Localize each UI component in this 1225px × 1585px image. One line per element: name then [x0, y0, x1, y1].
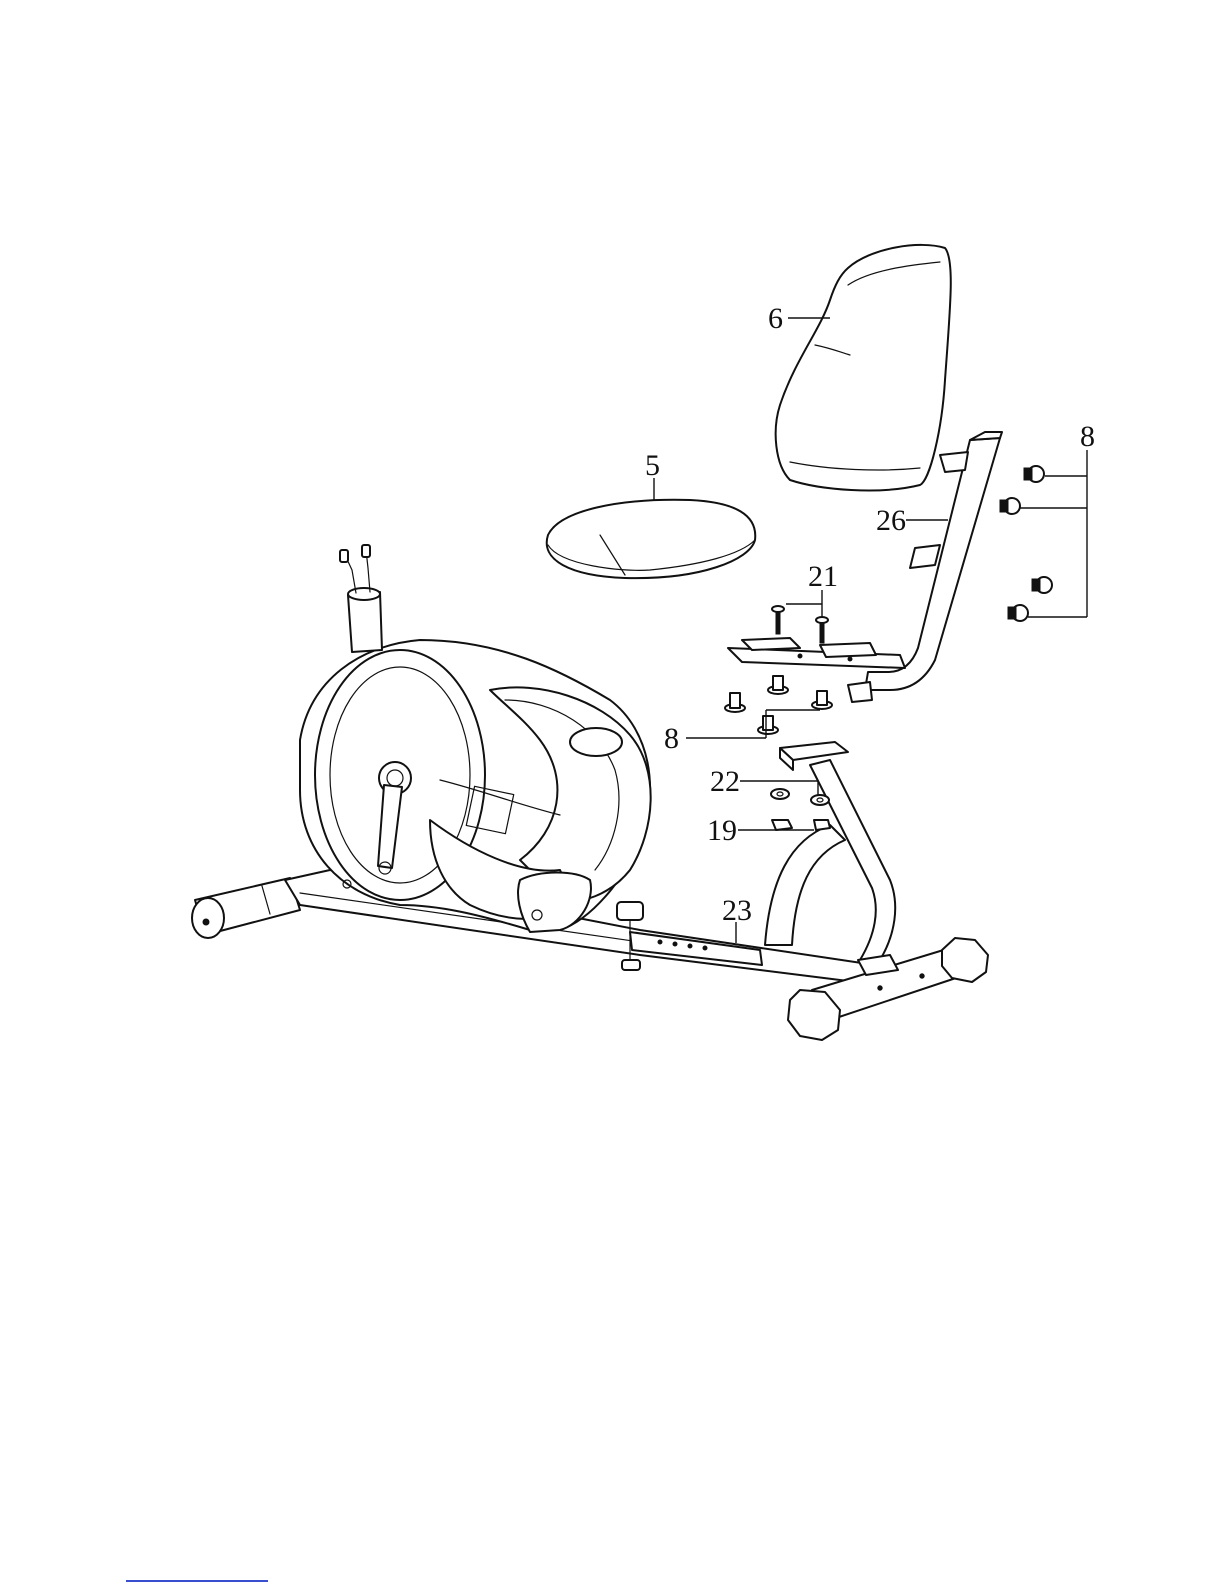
- seat-bracket: [728, 638, 905, 668]
- callout-main-frame: 23: [722, 894, 752, 927]
- nuts-19: [772, 820, 830, 830]
- callout-bracket-bolts: 21: [808, 560, 838, 593]
- flywheel-housing: [300, 640, 651, 932]
- seat-upright: [765, 742, 898, 975]
- console-post: [340, 545, 382, 652]
- bolts-8-lower: [725, 676, 832, 734]
- callout-seat-post-frame: 26: [876, 504, 906, 537]
- callout-washers: 22: [710, 765, 740, 798]
- seat-cushion: [547, 500, 756, 578]
- bolts-8-right: [1000, 466, 1052, 621]
- washers-22: [771, 789, 829, 805]
- callout-backrest: 6: [768, 302, 783, 335]
- callout-bolts-right: 8: [1080, 420, 1095, 453]
- callout-nuts: 19: [707, 814, 737, 847]
- front-stabilizer: [788, 938, 988, 1040]
- callout-seat: 5: [645, 449, 660, 482]
- callout-bolts-lower: 8: [664, 722, 679, 755]
- footer-link-underline: [126, 1580, 268, 1582]
- backrest-cushion: [776, 245, 951, 491]
